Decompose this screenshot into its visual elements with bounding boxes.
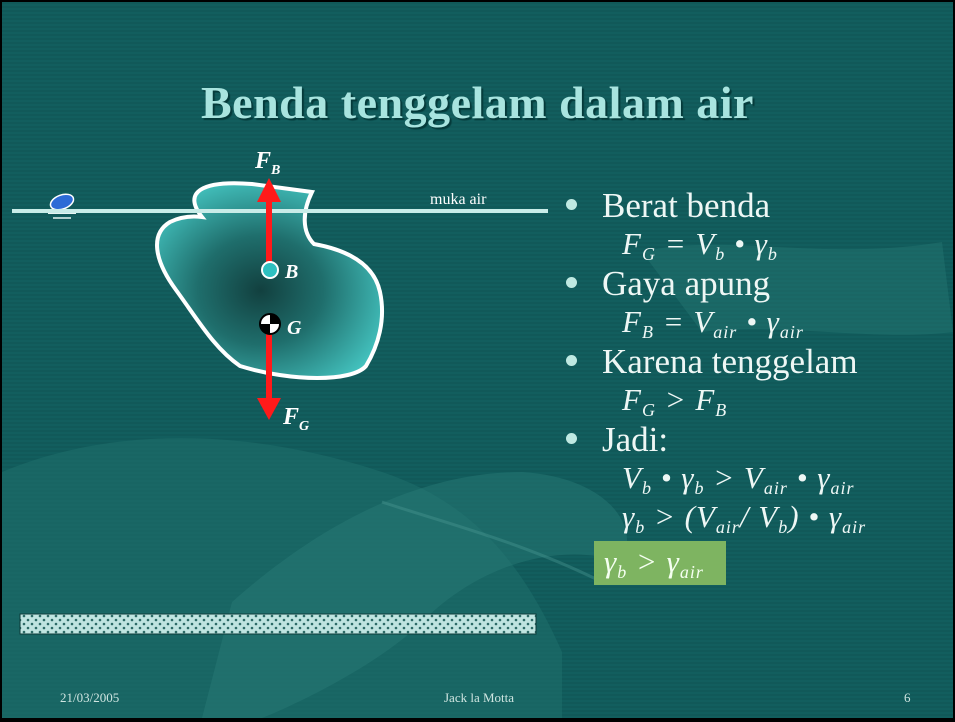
riverbed-hatch bbox=[19, 613, 537, 635]
label-center-buoyancy: B bbox=[284, 261, 298, 283]
formula-conclusion-1: Vb • γb > Vair • γair bbox=[622, 460, 855, 498]
label-center-gravity: G bbox=[287, 317, 302, 339]
label-fb: F bbox=[254, 148, 271, 174]
bullet-dot bbox=[566, 433, 577, 444]
water-level-icon bbox=[48, 193, 76, 219]
water-surface-label: muka air bbox=[430, 191, 487, 208]
label-fb-sub: B bbox=[270, 163, 280, 178]
svg-text:FB: FB bbox=[254, 148, 280, 178]
center-of-gravity-icon bbox=[259, 313, 281, 335]
label-fg-sub: G bbox=[299, 419, 309, 434]
bullet-item: Gaya apung bbox=[566, 264, 866, 303]
bullet-dot bbox=[566, 355, 577, 366]
bullet-label: Jadi: bbox=[602, 420, 669, 459]
bullet-dot bbox=[566, 277, 577, 288]
footer-date: 21/03/2005 bbox=[60, 690, 120, 705]
bullet-list: Berat benda FG = Vb • γb Gaya apung FB =… bbox=[566, 186, 867, 585]
formula-weight: FG = Vb • γb bbox=[622, 226, 778, 264]
footer-author: Jack la Motta bbox=[444, 690, 515, 705]
submerged-body bbox=[155, 181, 385, 380]
bullet-dot bbox=[566, 199, 577, 210]
formula-sinking: FG > FB bbox=[622, 382, 728, 420]
buoyancy-force-arrow bbox=[257, 178, 281, 264]
weight-force-arrow bbox=[257, 332, 281, 420]
slide-title: Benda tenggelam dalam air bbox=[201, 77, 754, 128]
center-of-buoyancy-point bbox=[261, 261, 279, 279]
bullet-label: Berat benda bbox=[602, 186, 771, 225]
bullet-item: Karena tenggelam bbox=[566, 342, 866, 381]
bullet-item: Jadi: bbox=[566, 420, 866, 459]
bullet-label: Karena tenggelam bbox=[602, 342, 858, 381]
svg-text:FG: FG bbox=[282, 404, 309, 434]
bullet-item: Berat benda bbox=[566, 186, 866, 225]
bullet-label: Gaya apung bbox=[602, 264, 771, 303]
formula-conclusion-2: γb > (Vair/ Vb) • γair bbox=[622, 499, 867, 537]
label-fg: F bbox=[282, 404, 299, 430]
formula-buoyancy: FB = Vair • γair bbox=[622, 304, 804, 342]
footer-page-number: 6 bbox=[904, 690, 911, 705]
conclusion-highlight-box: γb > γair bbox=[594, 541, 726, 585]
